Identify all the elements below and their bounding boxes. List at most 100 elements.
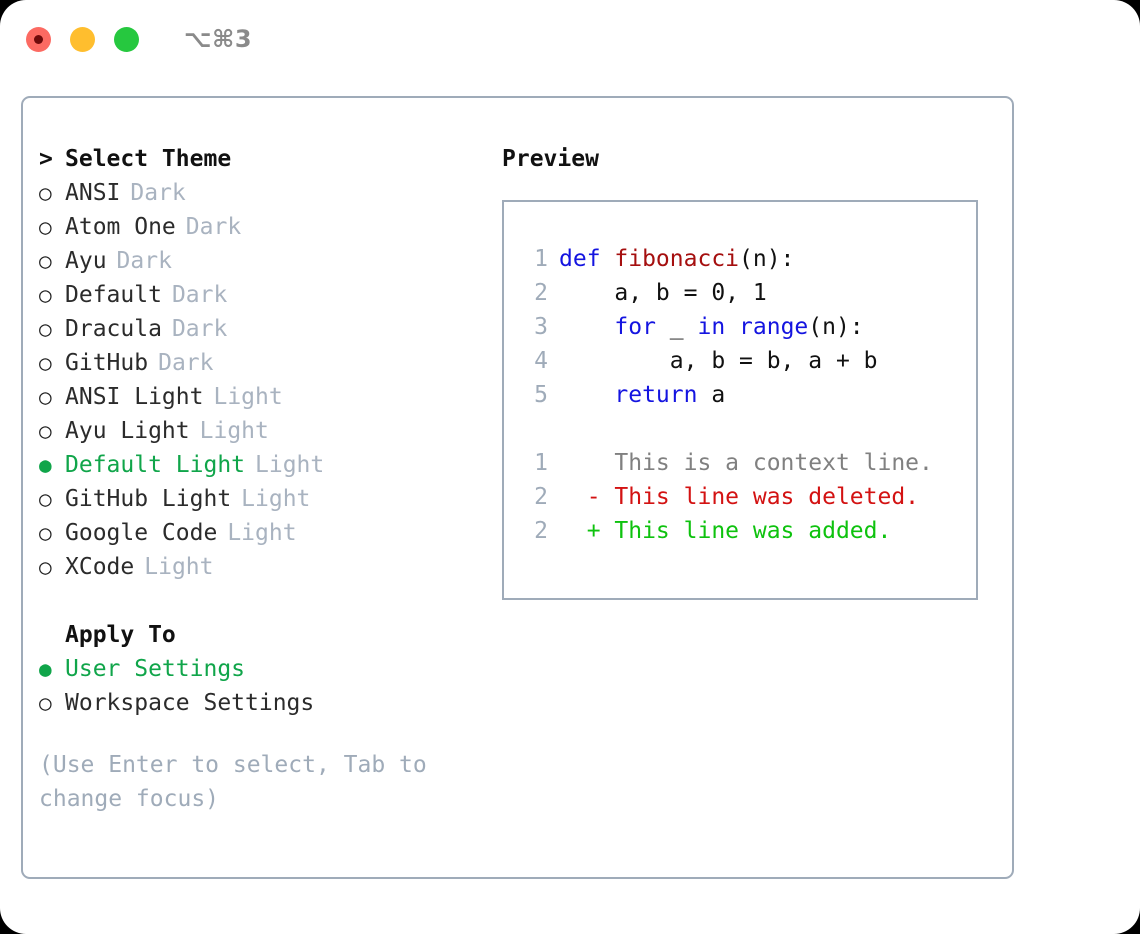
code-token: for	[559, 314, 670, 340]
window-controls	[26, 26, 139, 52]
maximize-button-icon[interactable]	[114, 26, 139, 52]
theme-list-item[interactable]: ○ ANSI Light Light	[39, 384, 479, 418]
theme-variant-tag: Light	[241, 486, 311, 512]
theme-picker-heading-label: Select Theme	[65, 146, 232, 172]
code-token: fibonacci	[614, 246, 740, 272]
radio-unselected-icon: ○	[39, 283, 52, 307]
minimize-button-icon[interactable]	[70, 26, 95, 52]
code-line-number: 4	[534, 348, 548, 374]
code-token: return	[559, 382, 712, 408]
diff-marker: -	[559, 484, 615, 510]
radio-selected-icon: ●	[39, 453, 52, 477]
diff-line: 1 This is a context line.	[504, 450, 976, 484]
diff-line-number: 2	[534, 484, 548, 510]
radio-unselected-icon: ○	[39, 249, 52, 273]
code-token: a, b = 0, 1	[559, 280, 767, 306]
theme-list-item[interactable]: ● Default Light Light	[39, 452, 479, 486]
apply-to-label: Workspace Settings	[65, 690, 315, 716]
diff-marker	[559, 450, 614, 476]
apply-to-heading: ○ Apply To	[39, 622, 479, 656]
radio-unselected-icon: ○	[39, 487, 52, 511]
code-token: a	[711, 382, 726, 408]
theme-list-item[interactable]: ○ Dracula Dark	[39, 316, 479, 350]
window-titlebar: ⌥⌘3	[0, 0, 1140, 78]
theme-variant-tag: Light	[213, 384, 283, 410]
code-token: def	[559, 246, 615, 272]
theme-name-label: Ayu Light	[65, 418, 190, 444]
theme-name-label: GitHub Light	[65, 486, 232, 512]
theme-variant-tag: Light	[227, 520, 297, 546]
radio-unselected-icon: ○	[39, 521, 52, 545]
theme-name-label: Dracula	[65, 316, 162, 342]
theme-variant-tag: Dark	[185, 214, 242, 240]
radio-unselected-icon: ○	[39, 181, 52, 205]
theme-name-label: ANSI	[65, 180, 121, 206]
radio-unselected-icon: ○	[39, 317, 52, 341]
code-token: in range	[697, 314, 809, 340]
apply-to-list: ● User Settings ○ Workspace Settings	[39, 656, 479, 724]
diff-preview: 1 This is a context line.2 - This line w…	[504, 450, 976, 552]
theme-list-item[interactable]: ○ GitHub Light Light	[39, 486, 479, 520]
theme-variant-tag: Dark	[171, 316, 228, 342]
theme-list-item[interactable]: ○ Google Code Light	[39, 520, 479, 554]
theme-list-item[interactable]: ○ Atom One Dark	[39, 214, 479, 248]
code-line: 2 a, b = 0, 1	[504, 280, 976, 314]
radio-selected-icon: ●	[39, 657, 52, 681]
code-line-number: 2	[534, 280, 548, 306]
theme-name-label: Default	[65, 282, 162, 308]
theme-list-item[interactable]: ○ Ayu Dark	[39, 248, 479, 282]
theme-name-label: ANSI Light	[65, 384, 204, 410]
theme-name-label: Atom One	[65, 214, 176, 240]
theme-variant-tag: Dark	[116, 248, 172, 274]
radio-unselected-icon: ○	[39, 385, 52, 409]
keyboard-shortcut-label: ⌥⌘3	[184, 25, 253, 53]
code-line-number: 3	[534, 314, 548, 340]
diff-line-number: 2	[534, 518, 548, 544]
radio-unselected-icon: ○	[39, 419, 52, 443]
theme-variant-tag: Light	[255, 452, 325, 478]
code-line: 4 a, b = b, a + b	[504, 348, 976, 382]
code-line-number: 5	[534, 382, 548, 408]
apply-to-heading-label: Apply To	[65, 622, 176, 648]
theme-list-item[interactable]: ○ Default Dark	[39, 282, 479, 316]
theme-name-label: Default Light	[65, 452, 246, 478]
code-token: (n):	[808, 314, 864, 340]
diff-marker: +	[559, 518, 615, 544]
code-line: 3 for _ in range(n):	[504, 314, 976, 348]
apply-to-item[interactable]: ○ Workspace Settings	[39, 690, 479, 724]
code-line: 5 return a	[504, 382, 976, 416]
apply-to-label: User Settings	[65, 656, 246, 682]
radio-unselected-icon: ○	[39, 215, 52, 239]
apply-to-item[interactable]: ● User Settings	[39, 656, 479, 690]
code-token: (n):	[739, 246, 795, 272]
diff-text: This is a context line.	[614, 450, 933, 476]
code-token: _	[669, 314, 698, 340]
radio-unselected-icon: ○	[39, 691, 52, 715]
radio-unselected-icon: ○	[39, 555, 52, 579]
radio-unselected-icon: ○	[39, 351, 52, 375]
theme-name-label: Ayu	[65, 248, 107, 274]
diff-line: 2 - This line was deleted.	[504, 484, 976, 518]
theme-variant-tag: Dark	[171, 282, 228, 308]
theme-list-item[interactable]: ○ Ayu Light Light	[39, 418, 479, 452]
theme-variant-tag: Light	[144, 554, 214, 580]
theme-variant-tag: Dark	[158, 350, 214, 376]
theme-variant-tag: Light	[199, 418, 269, 444]
section-spacer	[39, 588, 479, 622]
theme-name-label: Google Code	[65, 520, 218, 546]
code-token: a, b = b, a + b	[559, 348, 878, 374]
caret-icon: >	[39, 146, 53, 172]
spacer-icon: ○	[39, 623, 65, 647]
close-button-icon[interactable]	[26, 26, 51, 52]
